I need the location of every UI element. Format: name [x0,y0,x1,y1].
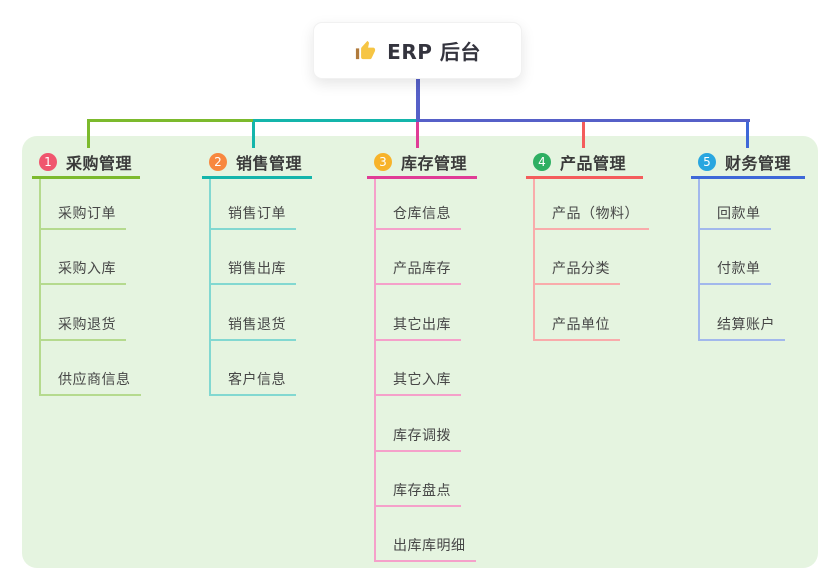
leaf-node[interactable]: 仓库信息 [374,200,461,230]
leaf-node[interactable]: 回款单 [698,200,771,230]
leaf-node[interactable]: 销售订单 [209,200,296,230]
branch-number-badge: 4 [533,153,551,171]
branch-number-badge: 3 [374,153,392,171]
leaf-node[interactable]: 其它入库 [374,366,461,396]
leaf-node[interactable]: 客户信息 [209,366,296,396]
drop-connector-3 [416,119,419,148]
subtree-connector [39,179,41,397]
branch-label: 库存管理 [401,154,468,173]
branch-node-5[interactable]: 5 财务管理 [691,148,805,179]
horizontal-connector-3 [417,119,750,122]
leaf-node[interactable]: 其它出库 [374,311,461,341]
branches-panel [22,136,818,568]
subtree-connector [533,179,535,341]
trunk-connector-overlay [416,78,420,122]
subtree-connector [698,179,700,341]
leaf-node[interactable]: 产品分类 [533,255,620,285]
leaf-node[interactable]: 库存调拨 [374,422,461,452]
leaf-node[interactable]: 销售出库 [209,255,296,285]
branch-node-2[interactable]: 2 销售管理 [202,148,312,179]
drop-connector-2 [252,119,255,148]
branch-node-3[interactable]: 3 库存管理 [367,148,477,179]
drop-connector-1 [87,119,90,148]
branch-label: 采购管理 [66,154,133,173]
drop-connector-4 [582,119,585,148]
leaf-node[interactable]: 结算账户 [698,311,785,341]
thumbs-up-icon [356,40,376,60]
branch-node-4[interactable]: 4 产品管理 [526,148,643,179]
branch-label: 产品管理 [560,154,627,173]
leaf-node[interactable]: 出库库明细 [374,532,476,562]
root-node[interactable]: ERP 后台 [313,22,522,79]
leaf-node[interactable]: 采购订单 [39,200,126,230]
branch-label: 销售管理 [236,154,303,173]
branch-number-badge: 5 [698,153,716,171]
leaf-node[interactable]: 供应商信息 [39,366,141,396]
leaf-node[interactable]: 产品（物料） [533,200,649,230]
horizontal-connector-1 [87,119,254,122]
branch-node-1[interactable]: 1 采购管理 [32,148,140,179]
leaf-node[interactable]: 采购退货 [39,311,126,341]
leaf-node[interactable]: 销售退货 [209,311,296,341]
subtree-connector [209,179,211,397]
drop-connector-5 [746,119,749,148]
root-title: ERP 后台 [387,40,481,64]
branch-number-badge: 2 [209,153,227,171]
leaf-node[interactable]: 库存盘点 [374,477,461,507]
subtree-connector [374,179,376,563]
branch-number-badge: 1 [39,153,57,171]
leaf-node[interactable]: 产品库存 [374,255,461,285]
leaf-node[interactable]: 付款单 [698,255,771,285]
branch-label: 财务管理 [725,154,792,173]
leaf-node[interactable]: 产品单位 [533,311,620,341]
leaf-node[interactable]: 采购入库 [39,255,126,285]
horizontal-connector-2 [253,119,418,122]
